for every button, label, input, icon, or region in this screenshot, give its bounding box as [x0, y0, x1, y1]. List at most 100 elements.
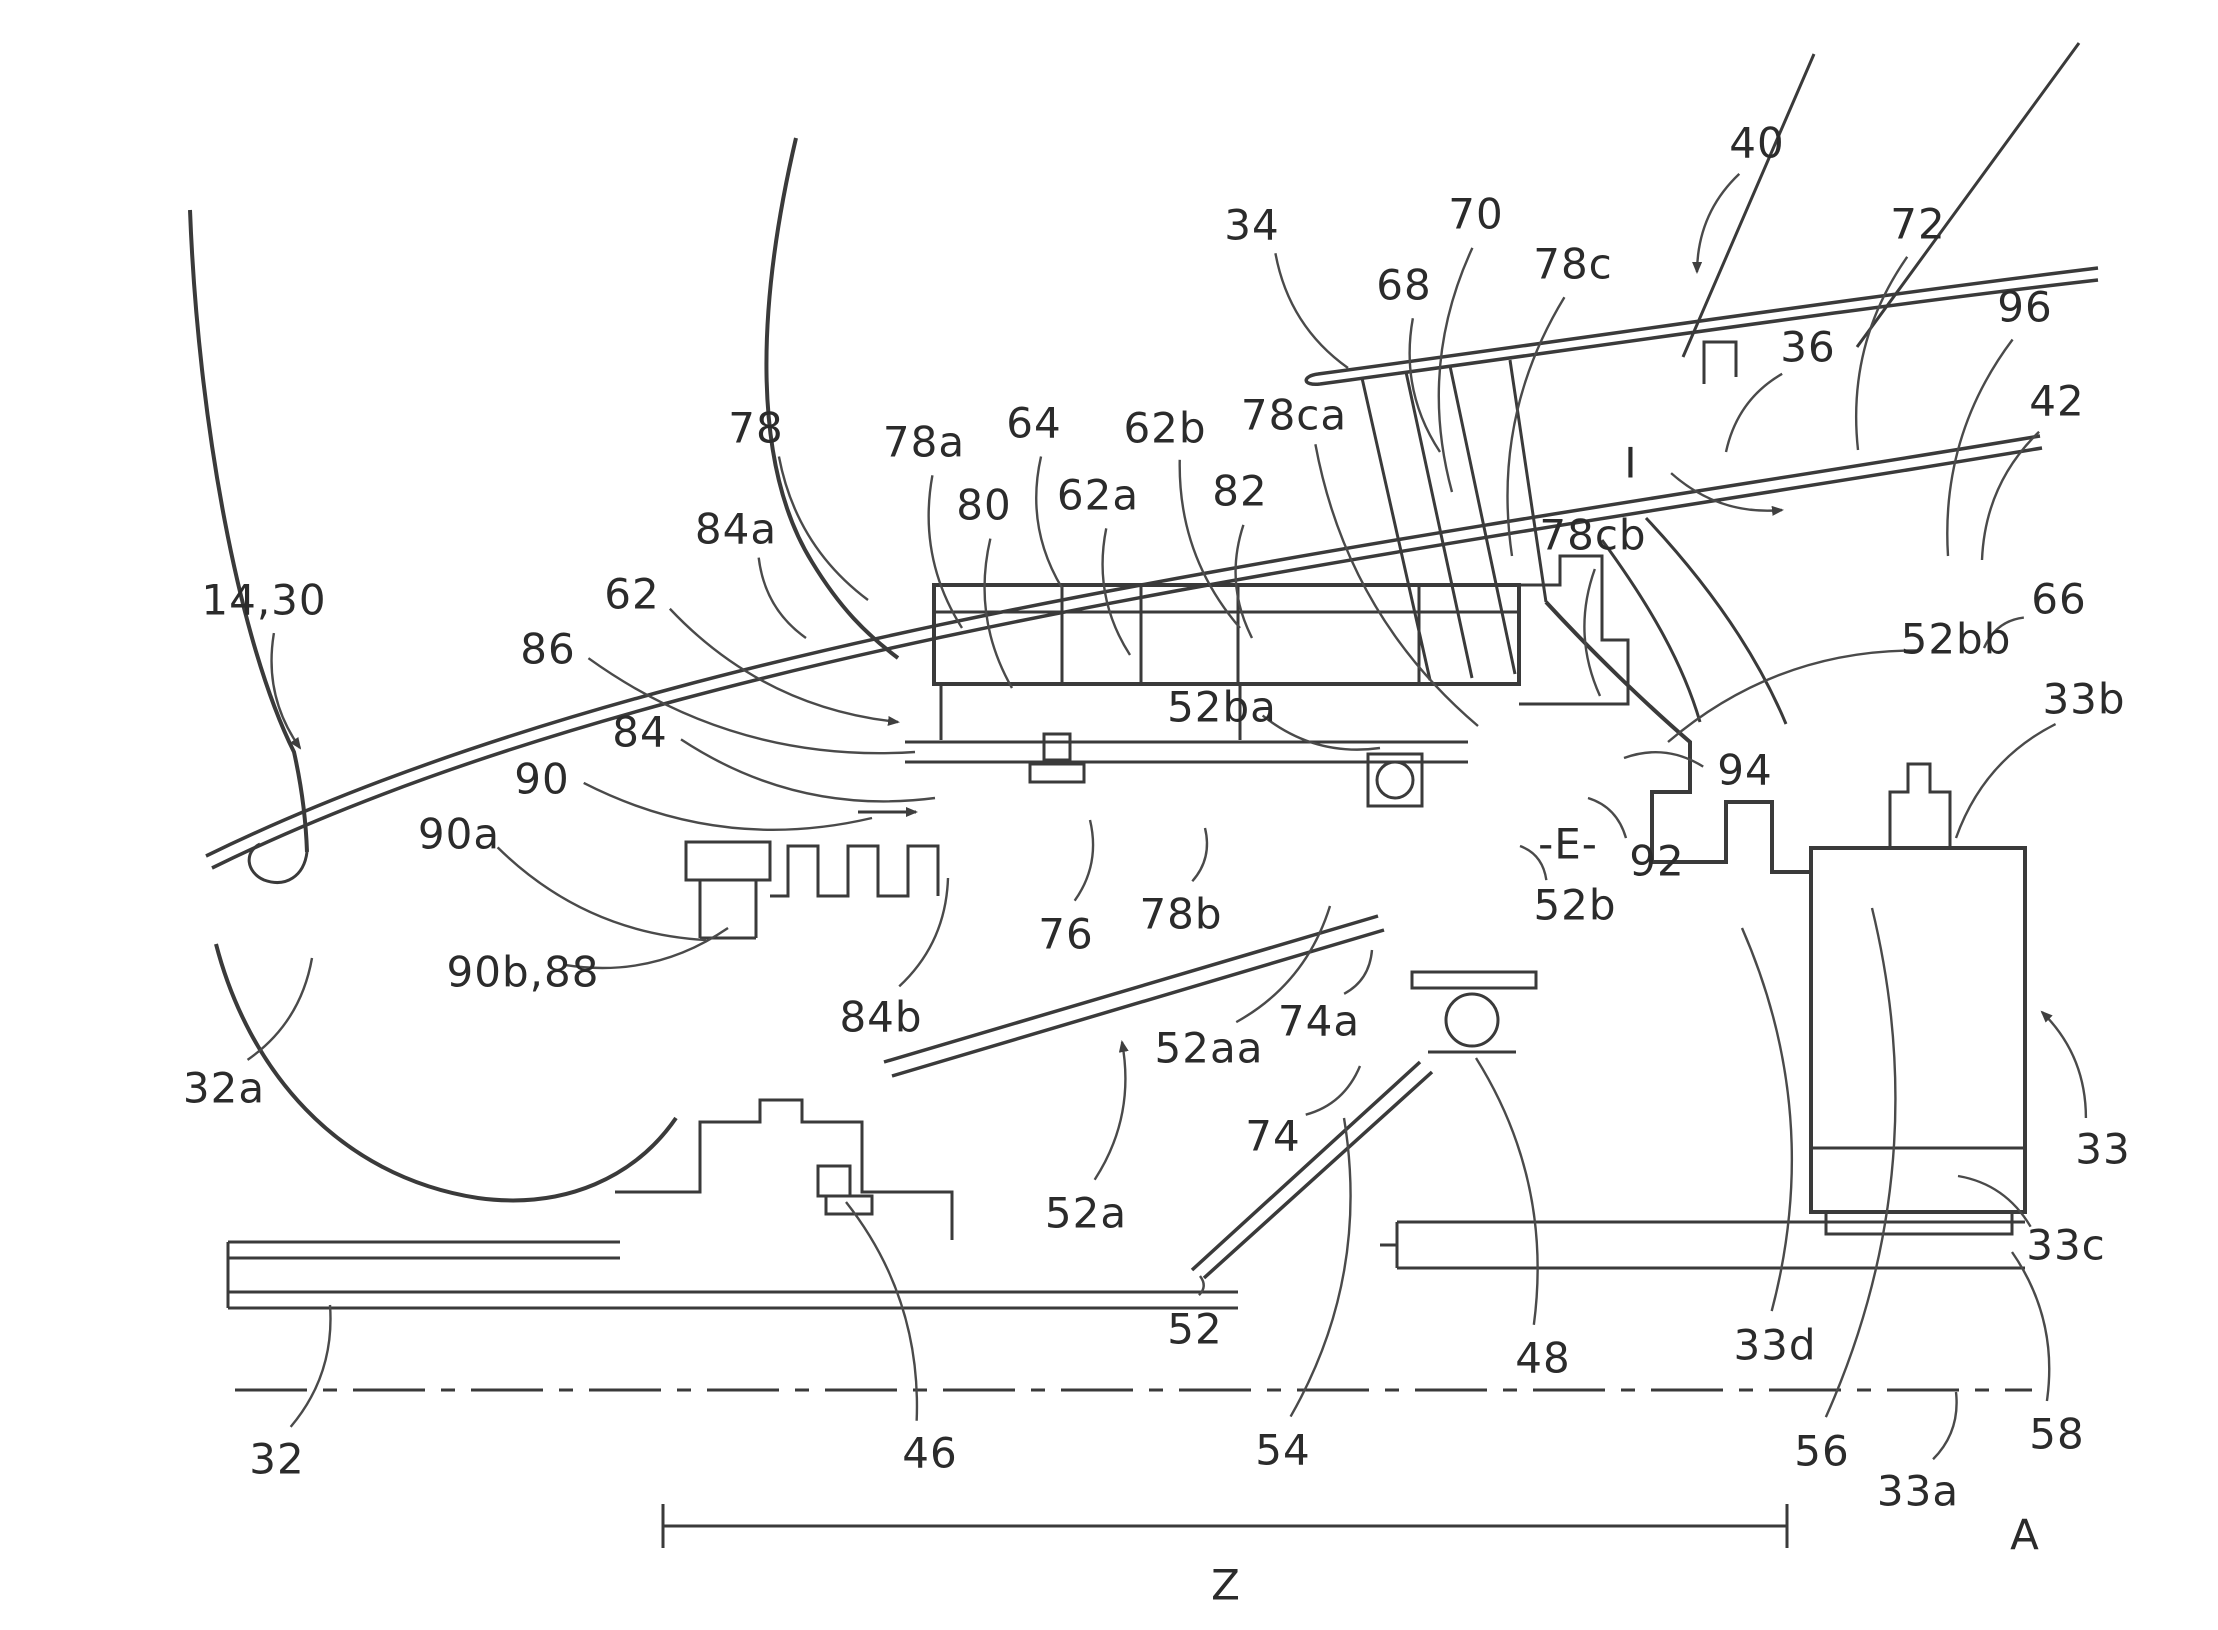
- leader-line-33: [2040, 1010, 2088, 1118]
- ref-label-78a: 78a: [882, 417, 966, 467]
- ref-label-92: 92: [1629, 836, 1685, 886]
- fan-frame-casing: [932, 583, 1521, 686]
- ref-label-78ca: 78ca: [1240, 390, 1348, 440]
- leader-line-40: [1692, 172, 1741, 274]
- leader-line-54: [1289, 1117, 1352, 1418]
- engine-cross-section-drawing: [188, 42, 2099, 1548]
- leader-line-74: [1305, 1065, 1362, 1116]
- ref-label-52ba: 52ba: [1167, 682, 1277, 732]
- ref-label-52: 52: [1167, 1304, 1223, 1354]
- ref-label-90a: 90a: [417, 809, 501, 859]
- leader-line-90: [583, 781, 873, 831]
- ref-label-48: 48: [1515, 1333, 1571, 1383]
- inlet-lip: [247, 842, 309, 884]
- ref-label-52a: 52a: [1044, 1188, 1128, 1238]
- leader-line-78: [777, 456, 869, 601]
- casing-ribs: [934, 585, 1519, 684]
- ref-label-I: I: [1624, 438, 1638, 488]
- casing-right-extension: [1519, 554, 1630, 706]
- ref-label-33a: 33a: [1876, 1466, 1960, 1516]
- leader-line-78cb: [1583, 568, 1602, 697]
- ref-label-86: 86: [520, 624, 576, 674]
- ref-label-58: 58: [2029, 1409, 2085, 1459]
- ref-label-52b: 52b: [1533, 880, 1617, 930]
- ref-label-70: 70: [1448, 189, 1504, 239]
- fan-blade-curve: [764, 137, 900, 660]
- ref-label-62a: 62a: [1056, 470, 1140, 520]
- leader-lines-layer: [246, 172, 2088, 1461]
- leader-line-14-30: [270, 632, 302, 750]
- ref-label-52bb: 52bb: [1900, 614, 2012, 664]
- leader-line-36: [1724, 372, 1783, 453]
- ref-label-82: 82: [1212, 466, 1268, 516]
- leader-line-62a: [1101, 528, 1132, 656]
- labyrinth-seal: [770, 844, 940, 898]
- leader-line-62b: [1178, 459, 1241, 629]
- leader-line-58: [2011, 1251, 2051, 1402]
- leader-line-96: [1946, 338, 2014, 557]
- leader-line-42: [1980, 430, 2040, 561]
- ref-label-90b-88: 90b,88: [446, 947, 600, 997]
- strut-36-tab: [1702, 340, 1738, 384]
- ref-label-36: 36: [1780, 322, 1836, 372]
- ref-label-32: 32: [249, 1434, 305, 1484]
- ref-label-32a: 32a: [182, 1063, 266, 1113]
- bolt-flange-a: [816, 1164, 852, 1198]
- ref-label-33b: 33b: [2042, 674, 2126, 724]
- leader-line-66: [1982, 616, 2024, 649]
- leader-line-52aa: [1235, 905, 1332, 1024]
- ref-label-76: 76: [1038, 909, 1094, 959]
- ref-label-62b: 62b: [1123, 403, 1207, 453]
- ref-label-33d: 33d: [1733, 1320, 1817, 1370]
- ref-label-90: 90: [514, 754, 570, 804]
- ref-label-78c: 78c: [1533, 239, 1613, 289]
- ref-label-62: 62: [604, 569, 660, 619]
- ref-label-84: 84: [612, 707, 668, 757]
- ref-label-52aa: 52aa: [1154, 1023, 1264, 1073]
- ref-label-74a: 74a: [1277, 996, 1361, 1046]
- right-block: [1809, 846, 2027, 1214]
- upper-strut-lines: [1681, 42, 2081, 358]
- leader-line-48: [1474, 1057, 1539, 1325]
- ref-label-42: 42: [2029, 376, 2085, 426]
- lower-right-rail: [1380, 1220, 2025, 1270]
- leader-line-62: [668, 607, 900, 726]
- drive-cone-upper: [883, 914, 1385, 1078]
- drive-cone-lower: [1190, 1060, 1434, 1280]
- leader-line-90b-88: [563, 927, 729, 970]
- leader-line-33d: [1740, 927, 1794, 1312]
- ref-label-34: 34: [1224, 200, 1280, 250]
- leader-line-76: [1073, 819, 1095, 902]
- splitter-curve: [1304, 266, 2099, 386]
- ref-label-94: 94: [1717, 745, 1773, 795]
- leader-line-I: [1670, 472, 1784, 516]
- leader-line-33a: [1932, 1391, 1958, 1461]
- ref-label-14-30: 14,30: [201, 575, 327, 625]
- leader-line-52bb: [1667, 649, 1917, 743]
- guide-vane-lines: [1360, 359, 1548, 681]
- leader-line-90a: [496, 846, 707, 942]
- bearing1-housing: [1366, 752, 1424, 808]
- leader-line-52b: [1519, 844, 1548, 881]
- leader-line-52: [1198, 1275, 1205, 1297]
- leader-line-82: [1234, 524, 1254, 639]
- leader-line-52a: [1093, 1040, 1129, 1181]
- ref-label-66: 66: [2031, 574, 2087, 624]
- ref-label-78: 78: [728, 403, 784, 453]
- ref-label-96: 96: [1997, 282, 2053, 332]
- ref-label-56: 56: [1794, 1426, 1850, 1476]
- spinner-cone-curve: [214, 943, 678, 1203]
- ref-label-A: A: [2010, 1510, 2040, 1560]
- ref-label-78cb: 78cb: [1539, 510, 1647, 560]
- ref-label-33: 33: [2075, 1124, 2131, 1174]
- ref-label-84a: 84a: [694, 504, 778, 554]
- leader-line-32a: [246, 957, 314, 1061]
- leader-line-84b: [898, 877, 950, 988]
- ref-label-64: 64: [1006, 398, 1062, 448]
- ref-label-80: 80: [956, 480, 1012, 530]
- leader-line-32: [289, 1304, 332, 1428]
- ref-label-46: 46: [902, 1428, 958, 1478]
- ref-label-84b: 84b: [839, 992, 923, 1042]
- ref-label-74: 74: [1245, 1111, 1301, 1161]
